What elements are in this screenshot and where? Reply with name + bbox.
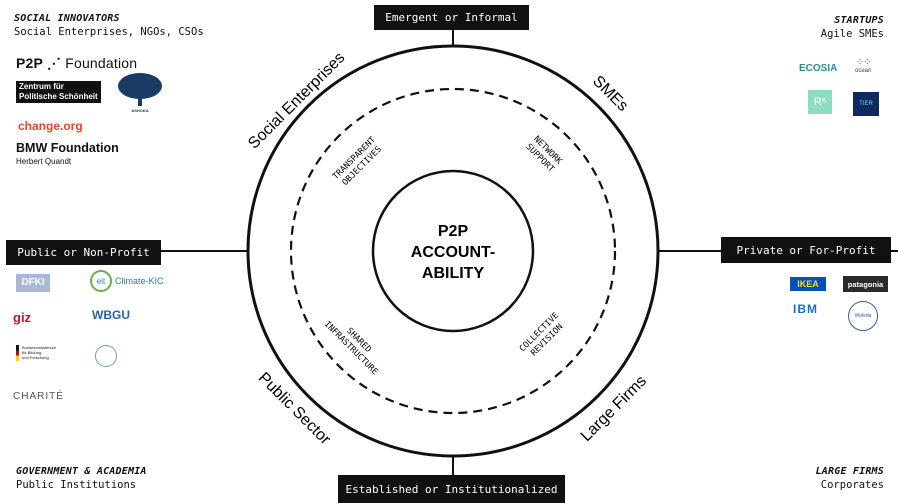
- corner-social-innovators: SOCIAL INNOVATORS Social Enterprises, NG…: [14, 13, 204, 38]
- corner-subtitle: Corporates: [820, 479, 884, 491]
- axis-label-top: Emergent or Informal: [374, 5, 529, 30]
- bmbf-text: Bundesministerium für Bildung und Forsch…: [22, 345, 56, 361]
- corner-heading: GOVERNMENT & ACADEMIA: [16, 466, 147, 477]
- center-circle: [371, 169, 535, 333]
- patagonia-logo: patagonia: [843, 276, 888, 292]
- corner-large-firms: LARGE FIRMS Corporates: [816, 466, 884, 491]
- ashoka-tree-icon: [118, 73, 162, 106]
- bmw-foundation-logo: BMW Foundation Herbert Quandt: [16, 142, 119, 168]
- p2p-logo-dots: ⋰: [46, 55, 62, 71]
- center-title: P2P ACCOUNT- ABILITY: [411, 223, 495, 282]
- corner-subtitle: Public Institutions: [16, 479, 137, 491]
- climate-kic-name: Climate-KIC: [115, 276, 164, 286]
- zentrum-logo: Zentrum für Politische Schönheit: [16, 81, 101, 103]
- dfki-logo: DFKI: [16, 274, 50, 292]
- p2p-foundation-logo: P2P ⋰ Foundation: [16, 55, 137, 72]
- center-title-line: ACCOUNT-: [411, 244, 495, 261]
- bmbf-line: Bundesministerium: [22, 345, 57, 350]
- german-flag-icon: [16, 345, 19, 361]
- corner-subtitle: Social Enterprises, NGOs, CSOs: [14, 26, 204, 38]
- axis-label-bottom: Established or Institutionalized: [338, 475, 565, 503]
- ibm-logo: IBM: [793, 302, 818, 316]
- bmbf-line: und Forschung: [22, 355, 49, 360]
- p2p-logo-rest: Foundation: [65, 55, 138, 71]
- climate-kic-logo: eit Climate-KIC: [90, 270, 164, 292]
- ikea-logo: IKEA: [790, 277, 826, 291]
- r6-logo: R⁶: [808, 90, 832, 114]
- wbgu-logo: WBGU: [92, 308, 130, 322]
- bmw-logo-sub: Herbert Quandt: [16, 157, 72, 166]
- zentrum-logo-line: Zentrum für: [19, 82, 64, 91]
- bmbf-line: für Bildung: [22, 350, 42, 355]
- corner-heading: SOCIAL INNOVATORS: [14, 13, 120, 24]
- ashoka-logo-text: ASHOKA: [131, 108, 149, 113]
- bmw-logo-name: BMW Foundation: [16, 141, 119, 155]
- charite-logo: CHARITÉ: [13, 391, 64, 402]
- ocean-dots-icon: ⁘⁘: [855, 57, 872, 68]
- corner-government-academia: GOVERNMENT & ACADEMIA Public Institution…: [16, 466, 147, 491]
- change-org-logo: change.org: [18, 119, 83, 133]
- tier-logo: TIER: [853, 92, 879, 116]
- ecosia-logo: ECOSIA: [799, 63, 838, 74]
- center-title-line: P2P: [438, 223, 469, 240]
- giz-logo: giz: [13, 310, 32, 325]
- ocean-logo: ⁘⁘ ocean: [855, 57, 872, 74]
- corner-heading: STARTUPS: [834, 15, 884, 26]
- bmbf-logo: Bundesministerium für Bildung und Forsch…: [16, 345, 56, 361]
- axis-label-left: Public or Non-Profit: [6, 240, 161, 265]
- institution-seal-icon: [95, 345, 117, 367]
- axis-label-right: Private or For-Profit: [721, 237, 891, 263]
- corner-heading: LARGE FIRMS: [815, 466, 884, 477]
- ashoka-logo: ASHOKA: [115, 72, 165, 120]
- eit-badge-icon: eit: [90, 270, 112, 292]
- corner-startups: STARTUPS Agile SMEs: [821, 15, 884, 40]
- ocean-logo-text: ocean: [855, 68, 872, 74]
- weleda-logo: Weleda: [848, 301, 878, 331]
- inner-dashed-ring: [289, 87, 617, 415]
- p2p-logo-bold: P2P: [16, 55, 43, 71]
- zentrum-logo-line: Politische Schönheit: [19, 92, 98, 101]
- corner-subtitle: Agile SMEs: [820, 28, 884, 40]
- center-title-line: ABILITY: [422, 265, 485, 282]
